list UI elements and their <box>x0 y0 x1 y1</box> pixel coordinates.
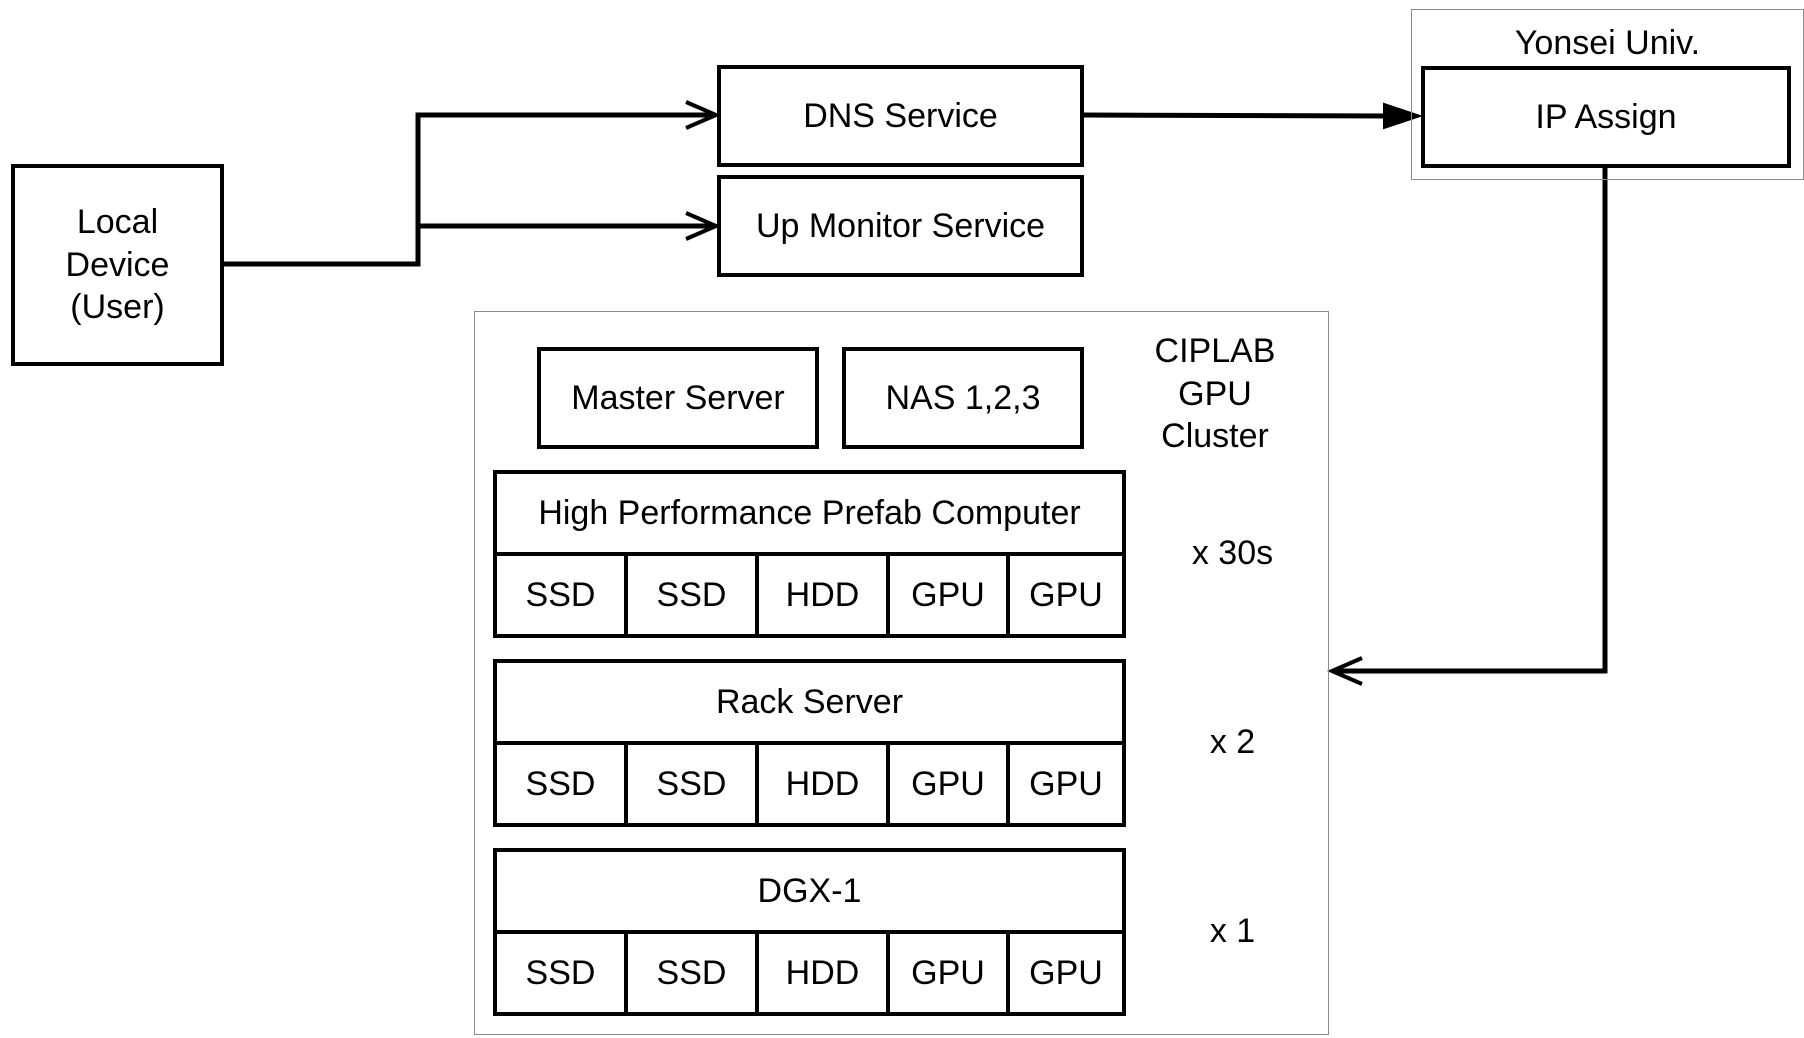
hpc-ssd-1: SSD <box>493 552 628 638</box>
dgx1-gpu-2: GPU <box>1006 930 1126 1016</box>
hpc-gpu-1: GPU <box>886 552 1010 638</box>
local-to-dns-arrowhead <box>685 100 722 130</box>
up-monitor-service-node: Up Monitor Service <box>717 175 1084 277</box>
dns-to-ip-arrowhead <box>1383 102 1424 130</box>
hpc-count: x 30s <box>1191 534 1274 572</box>
yonsei-univ-title: Yonsei Univ. <box>1514 24 1701 62</box>
dgx1-machine-name: DGX-1 <box>493 848 1126 934</box>
hpc-hdd: HDD <box>755 552 890 638</box>
hpc-gpu-2: GPU <box>1006 552 1126 638</box>
rack-server-machine-name: Rack Server <box>493 659 1126 745</box>
ip-to-cluster-connector <box>1336 168 1608 674</box>
master-server-node: Master Server <box>537 347 819 449</box>
rack-server-count: x 2 <box>1209 723 1256 761</box>
ip-assign-node: IP Assign <box>1421 66 1791 168</box>
ciplab-gpu-cluster-title: CIPLAB GPU Cluster <box>1154 332 1276 455</box>
rack-ssd-2: SSD <box>624 741 759 827</box>
dgx1-hdd: HDD <box>755 930 890 1016</box>
rack-gpu-2: GPU <box>1006 741 1126 827</box>
dgx1-count: x 1 <box>1209 912 1256 950</box>
rack-hdd: HDD <box>755 741 890 827</box>
local-to-monitor-arrowhead <box>685 211 722 241</box>
dns-service-node: DNS Service <box>717 65 1084 167</box>
nas-node: NAS 1,2,3 <box>842 347 1084 449</box>
hpc-ssd-2: SSD <box>624 552 759 638</box>
dns-to-ip-connector <box>1081 112 1393 119</box>
hpc-machine-name: High Performance Prefab Computer <box>493 470 1126 556</box>
rack-ssd-1: SSD <box>493 741 628 827</box>
local-to-dns-connector <box>223 112 712 267</box>
ip-to-cluster-arrowhead <box>1326 656 1363 686</box>
dgx1-gpu-1: GPU <box>886 930 1010 1016</box>
ciplab-gpu-cluster-group <box>474 311 1329 1035</box>
dgx1-ssd-1: SSD <box>493 930 628 1016</box>
rack-gpu-1: GPU <box>886 741 1010 827</box>
dgx1-ssd-2: SSD <box>624 930 759 1016</box>
local-device-node: Local Device (User) <box>11 164 224 366</box>
